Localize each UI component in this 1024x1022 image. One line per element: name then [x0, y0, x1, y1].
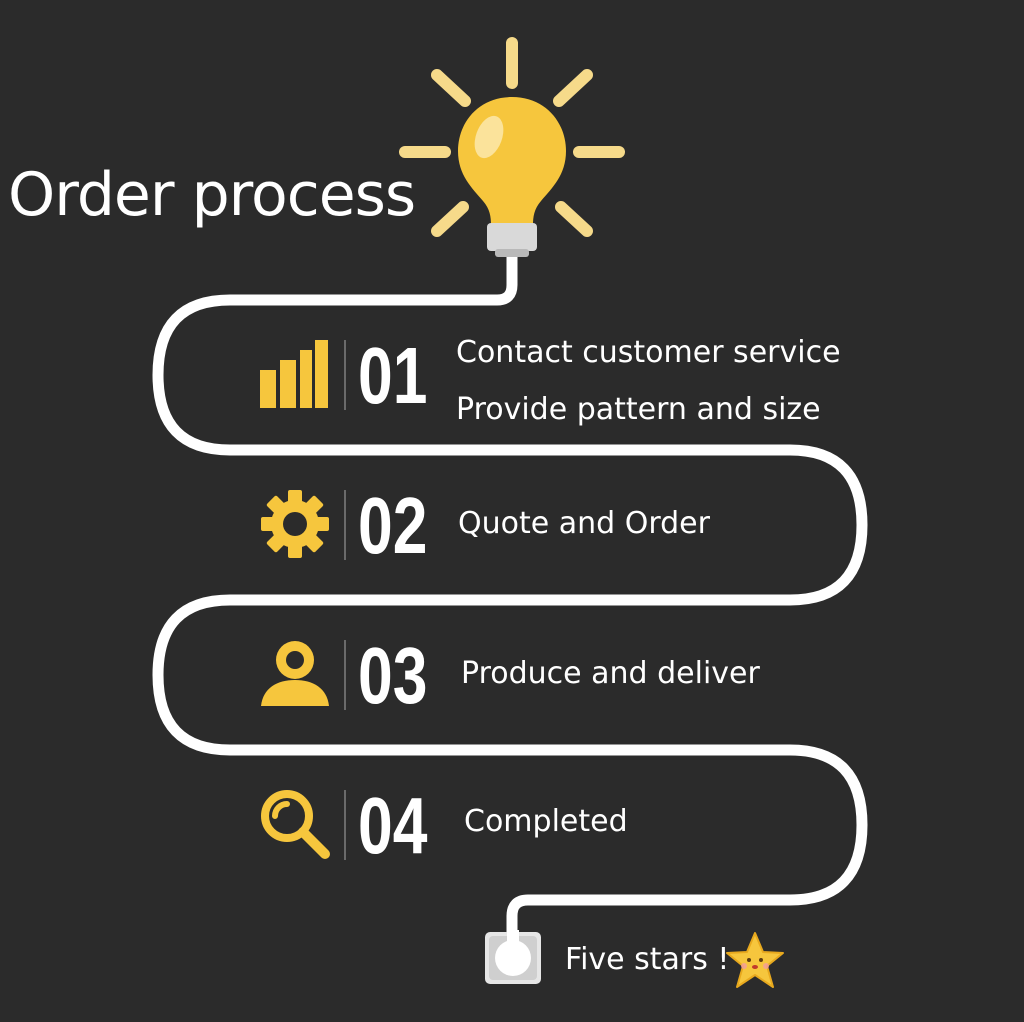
- divider: [344, 340, 346, 410]
- search-icon: [261, 790, 330, 859]
- step-number: 03: [358, 631, 428, 720]
- finish-label: Five stars !: [565, 942, 730, 977]
- step-text: Completed: [464, 804, 628, 839]
- step-text: Produce and deliver: [461, 656, 760, 691]
- step-text: Quote and Order: [458, 506, 710, 541]
- step-text: Provide pattern and size: [456, 392, 821, 427]
- lightbulb-icon: [399, 37, 625, 257]
- page-title: Order process: [8, 160, 416, 230]
- divider: [344, 490, 346, 560]
- bar-chart-icon: [260, 340, 328, 408]
- step-number: 01: [358, 331, 428, 420]
- divider: [344, 790, 346, 860]
- socket-icon: [485, 930, 541, 984]
- step-text: Contact customer service: [456, 335, 841, 370]
- user-icon: [261, 641, 329, 706]
- divider: [344, 640, 346, 710]
- step-number: 04: [358, 781, 428, 870]
- star-icon: [726, 932, 784, 988]
- step-number: 02: [358, 481, 428, 570]
- gear-icon: [261, 490, 329, 558]
